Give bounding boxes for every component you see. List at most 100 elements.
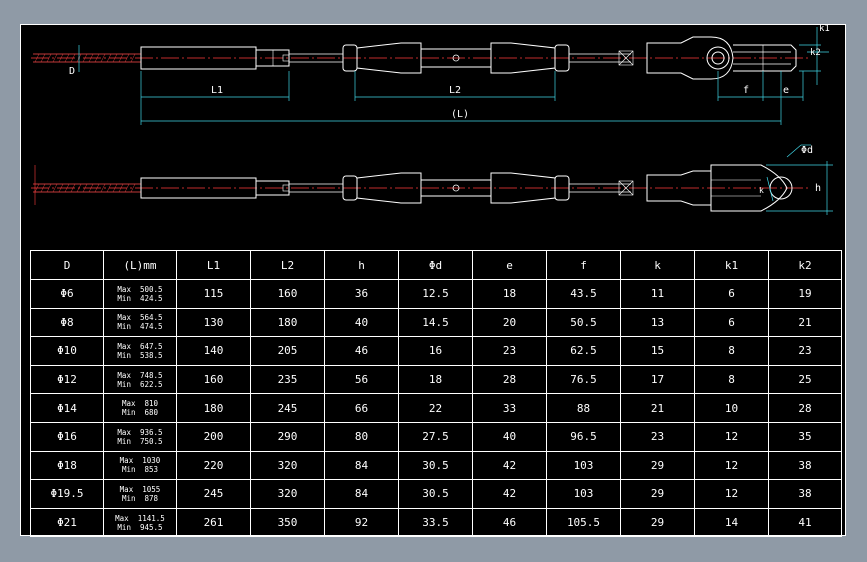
- top-view: D: [31, 25, 830, 125]
- cell-k: 29: [620, 507, 695, 538]
- top-turnbuckle: [342, 42, 570, 74]
- cell-e: 28: [472, 364, 547, 395]
- cell-L-min: Min 680: [121, 408, 159, 418]
- cell-k2: 25: [768, 364, 842, 395]
- cell-k: 11: [620, 279, 695, 309]
- cell-D: Φ18: [30, 450, 104, 481]
- cell-d: 18: [398, 364, 473, 395]
- cell-d: 12.5: [398, 279, 473, 309]
- dim-label-k: k: [759, 186, 764, 195]
- cell-f: 62.5: [546, 336, 621, 366]
- dim-label-L2: L2: [449, 85, 461, 96]
- cell-L2: 320: [250, 479, 325, 509]
- cell-f: 96.5: [546, 421, 621, 452]
- cad-drawing: D: [31, 25, 833, 215]
- cell-k1: 8: [694, 336, 769, 366]
- cell-L2: 205: [250, 336, 325, 366]
- side-turnbuckle: [342, 172, 570, 204]
- cell-k: 29: [620, 479, 695, 509]
- dim-label-k1: k1: [819, 25, 830, 34]
- cell-h: 56: [324, 364, 399, 395]
- cell-k2: 19: [768, 279, 842, 309]
- cell-e: 46: [472, 507, 547, 538]
- cell-h: 66: [324, 393, 399, 423]
- header-cell: D: [30, 250, 104, 280]
- cell-h: 46: [324, 336, 399, 366]
- cell-k: 15: [620, 336, 695, 366]
- cell-L2: 290: [250, 421, 325, 452]
- cell-k2: 41: [768, 507, 842, 538]
- cell-f: 103: [546, 450, 621, 481]
- cell-D: Φ14: [30, 393, 104, 423]
- cell-L1: 140: [176, 336, 251, 366]
- cell-D: Φ21: [30, 507, 104, 538]
- cell-L1: 220: [176, 450, 251, 481]
- cell-L1: 245: [176, 479, 251, 509]
- cell-e: 18: [472, 279, 547, 309]
- dim-label-k2: k2: [810, 48, 821, 58]
- cell-L-max: Max 748.5: [117, 370, 163, 380]
- cell-L2: 235: [250, 364, 325, 395]
- cell-L-max: Max 1141.5: [115, 513, 165, 523]
- cell-k1: 8: [694, 364, 769, 395]
- side-fork-end: [646, 164, 793, 212]
- cell-f: 88: [546, 393, 621, 423]
- cell-e: 23: [472, 336, 547, 366]
- header-cell: L2: [250, 250, 325, 280]
- cell-k2: 38: [768, 450, 842, 481]
- cell-d: 30.5: [398, 450, 473, 481]
- dim-label-phid: Φd: [801, 145, 813, 156]
- cell-k2: 28: [768, 393, 842, 423]
- header-cell: e: [472, 250, 547, 280]
- cell-k2: 23: [768, 336, 842, 366]
- cell-L-max: Max 1030: [119, 456, 161, 466]
- header-cell: k2: [768, 250, 842, 280]
- cell-L1: 261: [176, 507, 251, 538]
- side-view: Φd h k: [31, 144, 833, 215]
- header-cell: (L)mm: [103, 250, 177, 280]
- cell-h: 36: [324, 279, 399, 309]
- cell-f: 43.5: [546, 279, 621, 309]
- cell-L2: 245: [250, 393, 325, 423]
- cell-e: 42: [472, 450, 547, 481]
- cell-k1: 12: [694, 479, 769, 509]
- dim-label-f: f: [743, 85, 749, 96]
- cell-L-min: Min 945.5: [117, 522, 163, 532]
- table-header-row: D (L)mm L1 L2 h Φd e f k k1 k2: [30, 250, 842, 280]
- side-cable: [33, 183, 141, 193]
- cell-L-max: Max 500.5: [117, 284, 163, 294]
- cell-L-min: Min 424.5: [117, 293, 163, 303]
- cell-k2: 21: [768, 307, 842, 338]
- cell-L1: 115: [176, 279, 251, 309]
- cell-L1: 160: [176, 364, 251, 395]
- cell-e: 20: [472, 307, 547, 338]
- cell-d: 33.5: [398, 507, 473, 538]
- cell-L-max: Max 647.5: [117, 341, 163, 351]
- cell-D: Φ10: [30, 336, 104, 366]
- cell-L1: 130: [176, 307, 251, 338]
- side-dimensions: [766, 144, 833, 215]
- cell-L-max: Max 564.5: [117, 313, 163, 323]
- cell-L-min: Min 878: [121, 493, 159, 503]
- dim-label-D: D: [69, 66, 75, 77]
- cell-L1: 200: [176, 421, 251, 452]
- cell-d: 27.5: [398, 421, 473, 452]
- cell-h: 84: [324, 479, 399, 509]
- cell-k: 13: [620, 307, 695, 338]
- cell-e: 33: [472, 393, 547, 423]
- dim-label-h: h: [815, 183, 821, 194]
- header-cell: k: [620, 250, 695, 280]
- cell-D: Φ8: [30, 307, 104, 338]
- top-dimensions: [140, 27, 829, 125]
